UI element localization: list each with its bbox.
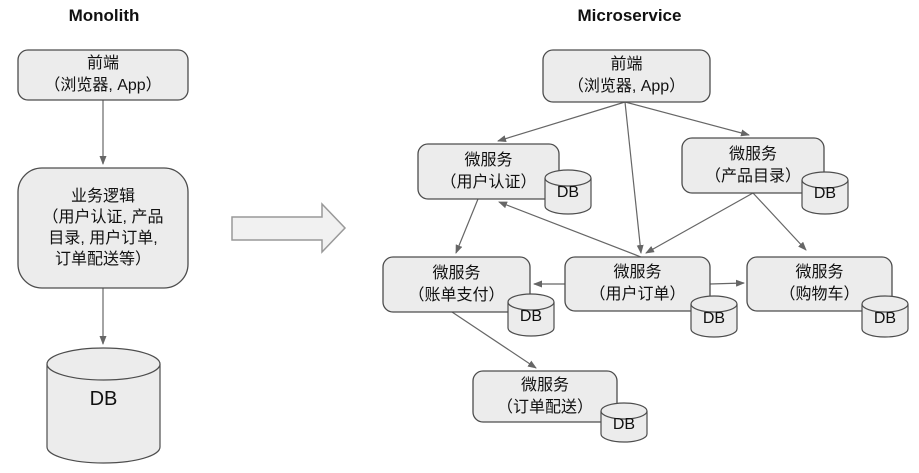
cart-db-cylinder bbox=[861, 295, 909, 338]
mono-business-line3: 目录, 用户订单, bbox=[48, 230, 158, 247]
auth-line1: 微服务 bbox=[464, 151, 513, 169]
delivery-line1: 微服务 bbox=[520, 376, 569, 394]
arrow-billing-to-delivery bbox=[451, 311, 537, 369]
mono-frontend-box bbox=[17, 49, 189, 101]
mono-frontend-label: 前端 （浏览器, App） bbox=[18, 50, 188, 100]
arrow-catalog-to-orders bbox=[645, 192, 754, 254]
catalog-db-label: DB bbox=[813, 185, 837, 202]
catalog-service-box bbox=[681, 137, 825, 194]
micro-frontend-label: 前端 （浏览器, App） bbox=[543, 50, 710, 102]
orders-line1: 微服务 bbox=[613, 264, 662, 281]
billing-line1: 微服务 bbox=[432, 264, 481, 282]
orders-service-box bbox=[564, 256, 711, 312]
orders-line2: （用户订单） bbox=[589, 286, 686, 303]
billing-db-label: DB bbox=[519, 308, 543, 325]
mono-business-box bbox=[17, 167, 189, 289]
monolith-title: Monolith bbox=[68, 6, 140, 25]
billing-line2: （账单支付） bbox=[408, 286, 505, 304]
mono-business-line4: 订单配送等） bbox=[54, 251, 151, 268]
catalog-db-cylinder bbox=[801, 171, 849, 215]
arrow-catalog-to-cart bbox=[752, 192, 807, 251]
cart-line2: （购物车） bbox=[779, 286, 860, 303]
catalog-service-label: 微服务 （产品目录） bbox=[682, 138, 824, 193]
delivery-db-label: DB bbox=[612, 416, 636, 433]
auth-service-label: 微服务 （用户认证） bbox=[418, 144, 559, 199]
billing-db-cylinder bbox=[507, 293, 555, 337]
auth-db-cylinder bbox=[544, 169, 592, 215]
mono-business-line1: 业务逻辑 bbox=[70, 188, 135, 205]
catalog-line2: （产品目录） bbox=[704, 167, 801, 185]
cart-line1: 微服务 bbox=[795, 264, 844, 281]
arrow-orders-to-cart bbox=[709, 279, 745, 287]
mono-business-line2: （用户认证, 产品 bbox=[42, 209, 164, 226]
orders-service-label: 微服务 （用户订单） bbox=[565, 257, 710, 311]
billing-service-label: 微服务 （账单支付） bbox=[383, 257, 530, 312]
cart-service-box bbox=[746, 256, 893, 312]
mono-frontend-line1: 前端 bbox=[86, 55, 119, 72]
mono-db-label: DB bbox=[89, 388, 118, 410]
catalog-line1: 微服务 bbox=[728, 145, 777, 163]
mono-db-cylinder bbox=[46, 347, 161, 464]
cart-service-label: 微服务 （购物车） bbox=[747, 257, 892, 311]
micro-frontend-box bbox=[542, 49, 711, 103]
arrow-frontend-to-auth bbox=[497, 101, 626, 142]
auth-db-label: DB bbox=[556, 184, 580, 201]
arrow-frontend-to-orders bbox=[624, 101, 644, 254]
delivery-line2: （订单配送） bbox=[496, 398, 593, 416]
micro-frontend-line2: （浏览器, App） bbox=[567, 78, 686, 95]
monolith-to-microservice-arrow bbox=[231, 202, 347, 254]
delivery-service-label: 微服务 （订单配送） bbox=[473, 371, 617, 422]
orders-db-cylinder bbox=[690, 295, 738, 338]
arrow-orders-to-auth bbox=[498, 201, 642, 258]
arrow-auth-to-billing bbox=[455, 198, 479, 254]
micro-frontend-line1: 前端 bbox=[610, 56, 643, 73]
auth-line2: （用户认证） bbox=[440, 173, 537, 191]
delivery-db-cylinder bbox=[600, 402, 648, 443]
orders-db-label: DB bbox=[702, 310, 726, 327]
cart-db-label: DB bbox=[873, 310, 897, 327]
mono-business-label: 业务逻辑 （用户认证, 产品 目录, 用户订单, 订单配送等） bbox=[18, 168, 188, 288]
mono-frontend-line2: （浏览器, App） bbox=[44, 77, 162, 94]
delivery-service-box bbox=[472, 370, 618, 423]
arrow-frontend-to-catalog bbox=[624, 101, 750, 137]
microservice-title: Microservice bbox=[577, 6, 682, 25]
billing-service-box bbox=[382, 256, 531, 313]
